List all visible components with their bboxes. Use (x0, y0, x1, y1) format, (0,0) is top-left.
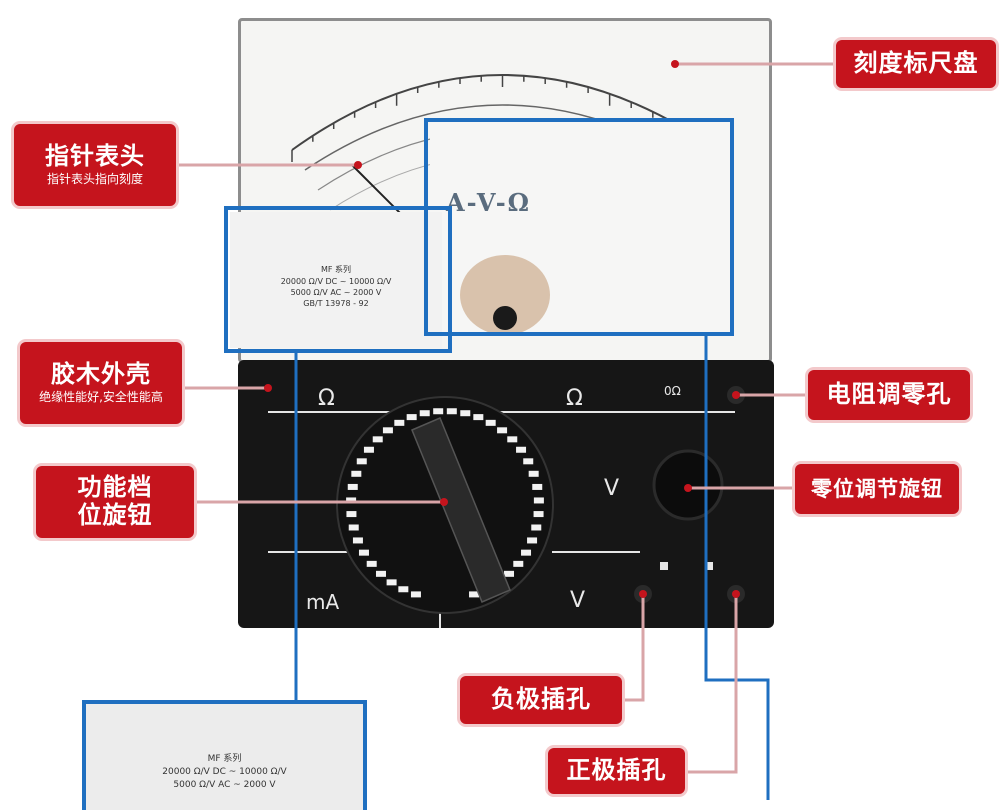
dial-range-mark (366, 560, 377, 567)
dial-range-mark (352, 537, 363, 544)
label-bakelite-housing-sub: 绝缘性能好,安全性能高 (39, 390, 163, 405)
dial-range-mark (473, 414, 484, 421)
dial-range-mark (523, 458, 534, 465)
label-bakelite-housing-title: 胶木外壳 (51, 359, 151, 388)
dial-range-mark (513, 560, 524, 567)
dial-range-mark (497, 427, 508, 434)
dial-range-mark (533, 511, 544, 518)
dial-range-mark (516, 446, 527, 453)
label-zero-adjust-knob-title: 零位调节旋钮 (811, 476, 943, 501)
dial-range-mark (469, 591, 480, 598)
dial-range-mark (348, 524, 359, 531)
dial-range-mark (528, 470, 539, 477)
dial-range-mark (433, 408, 444, 415)
dial-range-mark (460, 410, 471, 417)
label-scale-dial-title: 刻度标尺盘 (853, 49, 979, 78)
dial-range-mark (532, 483, 543, 490)
spec-line-3: GB/T 13978 - 92 (303, 299, 369, 308)
label-ohm-adjust-jack-title: 电阻调零孔 (826, 380, 952, 409)
dial-range-mark (485, 419, 496, 426)
dial-range-mark (531, 524, 542, 531)
dial-range-mark (406, 414, 417, 421)
dial-range-mark (398, 586, 409, 593)
zoom-spec-line-2: 5000 Ω/V AC ~ 2000 V (173, 780, 276, 790)
label-pointer-head: 指针表头 指针表头指向刻度 (14, 124, 176, 206)
label-bakelite-housing: 胶木外壳 绝缘性能好,安全性能高 (20, 342, 182, 424)
spec-plate: MF 系列 20000 Ω/V DC ~ 10000 Ω/V 5000 Ω/V … (230, 212, 442, 348)
dial-range-mark (527, 537, 538, 544)
spec-line-2: 5000 Ω/V AC ~ 2000 V (290, 288, 382, 297)
label-selector-knob: 功能档 位旋钮 (36, 466, 194, 538)
label-ohm-adjust-jack: 电阻调零孔 (808, 370, 970, 420)
label-scale-dial: 刻度标尺盘 (836, 40, 996, 88)
ohm-symbol-left: Ω (318, 386, 335, 411)
label-negative-jack: 负极插孔 (460, 676, 622, 724)
spec-plate-zoomed: MF 系列 20000 Ω/V DC ~ 10000 Ω/V 5000 Ω/V … (82, 700, 367, 810)
zoom-spec-line-1: 20000 Ω/V DC ~ 10000 Ω/V (162, 767, 287, 777)
dial-range-mark (410, 591, 421, 598)
zoom-spec-model: MF 系列 (207, 754, 242, 764)
dial-range-mark (419, 410, 430, 417)
label-positive-jack-title: 正极插孔 (566, 756, 667, 785)
dial-range-mark (533, 497, 544, 504)
label-selector-knob-line2: 位旋钮 (77, 501, 153, 529)
ohm-symbol-right: Ω (566, 386, 583, 411)
label-pointer-head-title: 指针表头 (45, 141, 145, 170)
milliamp-symbol: mA (306, 590, 340, 614)
meter-panel-highlight-box (424, 118, 734, 336)
spec-model: MF 系列 (320, 265, 352, 274)
label-negative-jack-title: 负极插孔 (491, 685, 591, 714)
zero-ohm-symbol: 0Ω (664, 384, 681, 398)
dial-range-mark (394, 419, 405, 426)
dial-range-mark (346, 497, 357, 504)
voltage-ac-symbol: V (570, 588, 586, 613)
dial-range-mark (386, 579, 397, 586)
brand-logo: A-V-Ω (446, 188, 532, 217)
dial-range-mark (446, 408, 457, 415)
dial-range-mark (382, 427, 393, 434)
dial-range-mark (351, 470, 362, 477)
dial-range-mark (521, 549, 532, 556)
spec-plate-highlight-box (224, 206, 452, 353)
dial-range-mark (372, 436, 383, 443)
label-zero-adjust-knob: 零位调节旋钮 (795, 464, 959, 514)
dial-range-mark (504, 570, 515, 577)
dial-range-mark (363, 446, 374, 453)
label-selector-knob-line1: 功能档 (77, 473, 153, 502)
label-pointer-head-sub: 指针表头指向刻度 (46, 172, 143, 187)
dial-range-mark (347, 483, 358, 490)
dial-range-mark (375, 570, 386, 577)
dial-range-mark (507, 436, 518, 443)
spec-line-1: 20000 Ω/V DC ~ 10000 Ω/V (280, 277, 392, 286)
dial-range-mark (356, 458, 367, 465)
dial-range-mark (346, 511, 357, 518)
voltage-dc-symbol: V (604, 476, 620, 501)
dial-range-mark (358, 549, 369, 556)
label-positive-jack: 正极插孔 (548, 748, 685, 794)
